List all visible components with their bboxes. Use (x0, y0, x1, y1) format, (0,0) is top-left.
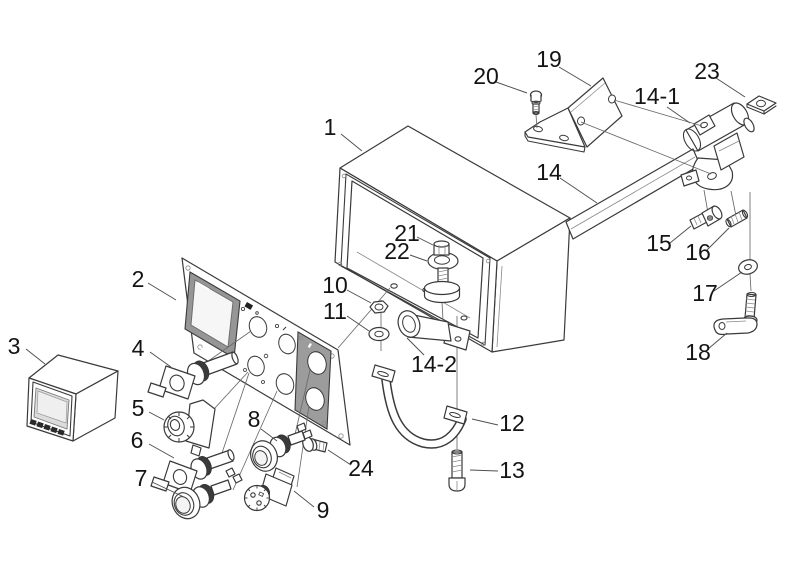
part-label-8: 8 (248, 406, 261, 432)
flat-washer-17 (738, 259, 758, 275)
part-label-20: 20 (473, 63, 499, 89)
part-label-6: 6 (131, 427, 144, 453)
bracket-screw-20 (529, 90, 543, 115)
cable-boss (397, 310, 471, 351)
panel-display-bezel (184, 271, 241, 360)
part-label-21: 21 (394, 220, 420, 246)
control-panel (181, 257, 351, 446)
part-labels: 1 2 3 4 5 6 7 8 9 10 11 12 13 14 14-1 14… (8, 46, 720, 523)
support-rod (565, 148, 701, 240)
part-label-24: 24 (348, 455, 374, 481)
thumb-knob-5 (163, 399, 216, 457)
part-label-14-2: 14-2 (411, 351, 457, 377)
part-label-15: 15 (646, 230, 672, 256)
panel-sub-panel (294, 331, 332, 430)
part-label-7: 7 (135, 465, 148, 491)
u-shaped-guard (371, 364, 468, 449)
part-label-12: 12 (499, 410, 525, 436)
leader-lines (25, 66, 746, 508)
panel-icon-marks (240, 302, 287, 384)
leveling-bolt-assembly (423, 240, 461, 304)
nut-plate (746, 95, 777, 115)
clamp-lever-18 (713, 291, 758, 336)
part-label-1: 1 (324, 114, 337, 140)
part-label-3: 3 (8, 333, 21, 359)
hex-nut (369, 300, 389, 314)
set-screw-16 (725, 209, 749, 228)
mounting-bracket (524, 77, 623, 153)
guard-screw-13 (448, 449, 466, 492)
part-label-18: 18 (685, 339, 711, 365)
flat-washer-11 (368, 326, 390, 342)
part-label-17: 17 (692, 280, 718, 306)
panel-switch-holes (247, 316, 296, 395)
part-label-11: 11 (323, 298, 347, 324)
part-label-22: 22 (384, 238, 410, 264)
part-label-16: 16 (685, 239, 711, 265)
part-label-9: 9 (317, 497, 330, 523)
part-label-10: 10 (322, 272, 348, 298)
part-label-4: 4 (132, 335, 145, 361)
pushbutton-7 (171, 467, 243, 520)
part-label-13: 13 (499, 457, 525, 483)
square-switch-9 (243, 467, 295, 512)
part-label-19: 19 (536, 46, 562, 72)
part-label-5: 5 (132, 395, 145, 421)
part-label-14-1: 14-1 (634, 83, 680, 109)
part-label-2: 2 (132, 266, 145, 292)
socket-bolt-15 (689, 205, 723, 230)
part-label-23: 23 (694, 58, 720, 84)
counter-module (26, 354, 119, 442)
selector-switch-4 (147, 351, 239, 400)
counter-buttons (29, 419, 65, 436)
selector-switch-6 (150, 449, 235, 494)
pushbutton-8 (250, 422, 313, 472)
control-box-enclosure (334, 125, 571, 353)
rod-clamp-head (680, 102, 755, 191)
part-label-14: 14 (536, 159, 562, 185)
